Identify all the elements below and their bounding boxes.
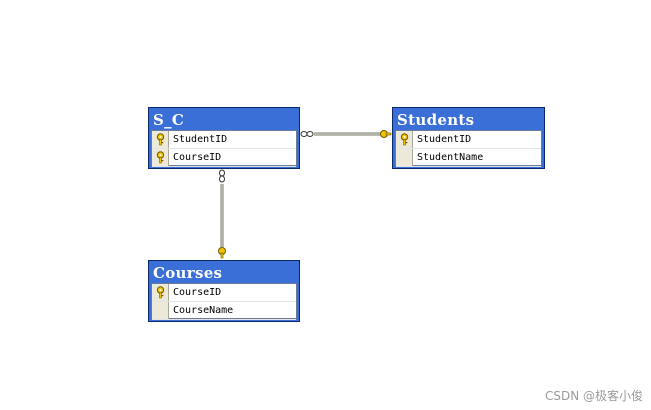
column-row[interactable]: CourseID xyxy=(152,284,296,302)
column-row[interactable]: CourseName xyxy=(152,302,296,320)
key-icon xyxy=(380,130,392,138)
infinity-icon xyxy=(219,169,225,183)
table-students[interactable]: Students StudentID StudentName xyxy=(392,107,545,169)
row-selector[interactable] xyxy=(396,131,413,148)
column-list: StudentID StudentName xyxy=(395,130,542,167)
column-name: CourseName xyxy=(173,305,234,316)
table-title: Students xyxy=(397,111,475,129)
column-name: StudentID xyxy=(417,134,472,145)
column-name: StudentName xyxy=(417,152,484,163)
row-selector[interactable] xyxy=(152,131,169,148)
relationship-sc-students[interactable] xyxy=(300,130,392,138)
row-selector[interactable] xyxy=(152,284,169,301)
key-icon xyxy=(218,247,226,259)
column-list: StudentID CourseID xyxy=(151,130,297,167)
table-courses[interactable]: Courses CourseID CourseName xyxy=(148,260,300,322)
column-row[interactable]: StudentID xyxy=(396,131,541,149)
column-row[interactable]: StudentID xyxy=(152,131,296,149)
column-row[interactable]: CourseID xyxy=(152,149,296,167)
table-title: S_C xyxy=(153,111,185,129)
column-name: CourseID xyxy=(173,152,222,163)
column-name: CourseID xyxy=(173,287,222,298)
row-selector[interactable] xyxy=(152,302,169,319)
column-row[interactable]: StudentName xyxy=(396,149,541,167)
column-list: CourseID CourseName xyxy=(151,283,297,320)
key-icon xyxy=(156,286,164,299)
column-name: StudentID xyxy=(173,134,228,145)
table-title: Courses xyxy=(153,264,223,282)
key-icon xyxy=(400,133,408,146)
row-selector[interactable] xyxy=(396,149,413,166)
table-sc[interactable]: S_C StudentID xyxy=(148,107,300,169)
relationship-sc-courses[interactable] xyxy=(218,169,226,259)
key-icon xyxy=(156,133,164,146)
infinity-icon xyxy=(300,131,314,137)
row-selector[interactable] xyxy=(152,149,169,166)
watermark: CSDN @极客小俊 xyxy=(544,389,643,403)
key-icon xyxy=(156,151,164,164)
